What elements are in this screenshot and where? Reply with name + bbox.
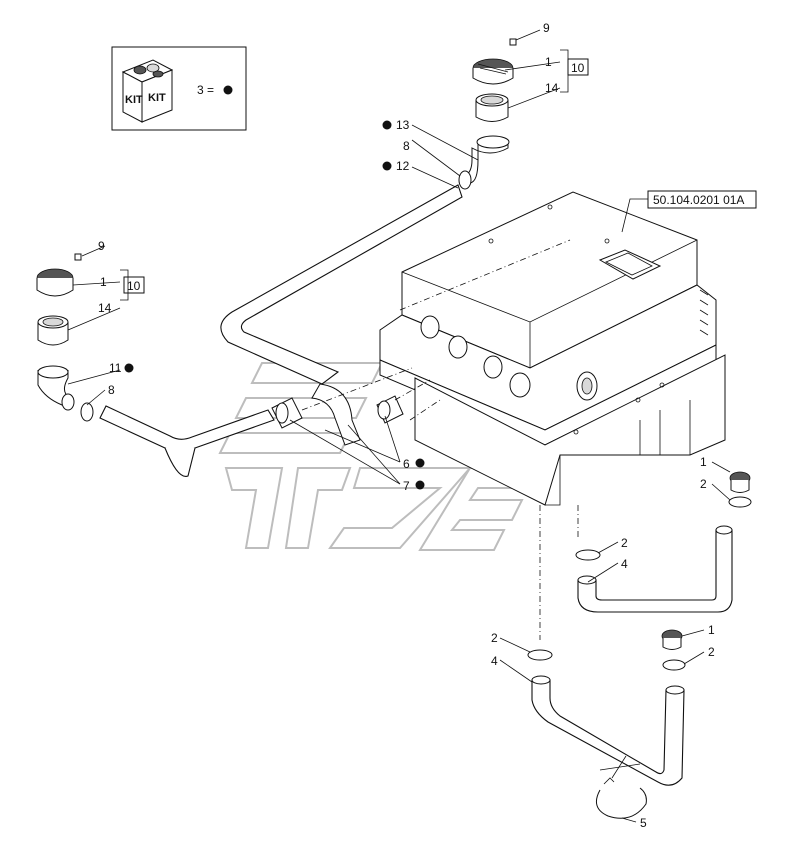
bullet-7 [415, 480, 425, 490]
kit-equation: 3 = [197, 83, 214, 97]
hose-left-lower [99, 405, 275, 477]
reference-label: 50.104.0201 01A [653, 193, 744, 207]
clamp-2-mid [575, 549, 601, 561]
screw-9-left [74, 253, 82, 261]
callout-2-lower-right: 2 [708, 645, 715, 659]
callout-10-left: 10 [127, 279, 141, 293]
kit-legend-frame [111, 46, 247, 131]
callout-1-right: 1 [700, 455, 707, 469]
vent-assembly-left [36, 253, 94, 422]
callout-2-lower: 2 [491, 631, 498, 645]
callout-8-top: 8 [403, 139, 410, 153]
unit-ports [420, 315, 598, 401]
kit-box-icon: KIT KIT [121, 59, 174, 123]
callout-14-top: 14 [545, 81, 559, 95]
callout-2-mid: 2 [621, 536, 628, 550]
bullet-12 [382, 161, 392, 171]
clamp-2-lower-right [662, 659, 686, 671]
callout-10-left-box: 10 [123, 276, 145, 294]
elbow-13 [464, 140, 509, 184]
kit-bullet [223, 85, 233, 95]
hose-assembly-lower [527, 629, 686, 819]
kit-word-right: KIT [148, 92, 166, 104]
callout-14-left: 14 [98, 301, 112, 315]
callout-12: 12 [396, 159, 410, 173]
callout-7: 7 [403, 479, 410, 493]
clamp-8-left [80, 402, 94, 422]
callout-6: 6 [403, 457, 410, 471]
callout-13: 13 [396, 118, 410, 132]
hose-clamp-5 [595, 787, 647, 819]
leader-lines [67, 29, 731, 823]
callout-10-top-box: 10 [567, 58, 589, 76]
heater-unit [379, 191, 726, 506]
hose-bend-center [311, 383, 361, 446]
connectors-6-7 [271, 367, 441, 446]
vent-assembly-top [458, 38, 517, 190]
bullet-11 [124, 363, 134, 373]
clamp-2-lower [527, 649, 553, 661]
clamp-8-top [458, 170, 472, 190]
callout-1-lower: 1 [708, 623, 715, 637]
callout-9-top: 9 [543, 21, 550, 35]
callout-9-left: 9 [98, 239, 105, 253]
kit-word-left: KIT [125, 94, 143, 106]
kit-legend: KIT KIT 3 = [111, 46, 247, 131]
bullet-6 [415, 458, 425, 468]
bullet-13 [382, 120, 392, 130]
hose-4-mid [577, 529, 733, 613]
unit-top-vent [598, 249, 662, 280]
callout-1-top: 1 [545, 55, 552, 69]
callout-4-lower: 4 [491, 654, 498, 668]
callout-5: 5 [640, 816, 647, 830]
hose-4-lower [531, 679, 685, 786]
vent-housing-14-left [37, 322, 69, 346]
callout-4-mid: 4 [621, 557, 628, 571]
projection-lines [399, 239, 579, 640]
callout-1-left: 1 [100, 275, 107, 289]
clamp-2-right [728, 496, 752, 508]
callouts: 9 1 14 10 13 8 12 9 1 14 10 11 8 6 7 1 2… [98, 21, 715, 830]
unit-bolt-holes [488, 204, 665, 435]
callout-8-left: 8 [108, 383, 115, 397]
screw-9-top [509, 38, 517, 46]
callout-2-right: 2 [700, 477, 707, 491]
callout-11: 11 [109, 361, 122, 375]
callout-10-top: 10 [571, 61, 585, 75]
vent-assembly-right [575, 471, 752, 613]
reference-box: 50.104.0201 01A [621, 190, 757, 233]
hose-12 [220, 184, 463, 385]
